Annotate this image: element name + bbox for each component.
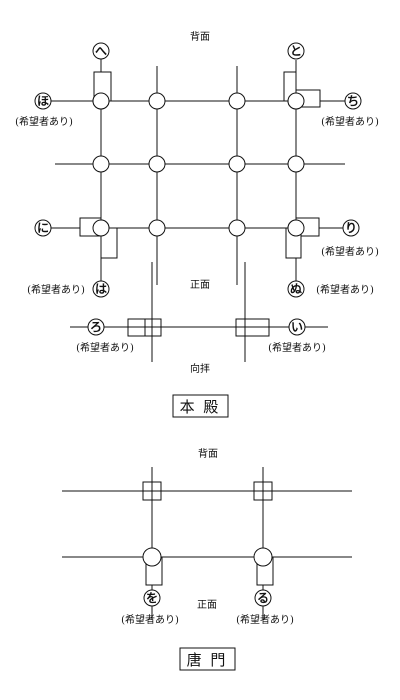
pillar [228,155,246,173]
marker-circle-nu [287,280,305,298]
karamon-back-label: 背面 [198,447,218,460]
marker-ri: り [345,221,357,235]
pillar [92,219,110,237]
karamon-pillars [142,481,274,586]
pillar [287,219,305,237]
honden-front-label: 正面 [190,280,210,291]
marker-ri-note: (希望者あり) [321,245,379,258]
marker-ni: に [37,221,49,235]
pillar [287,155,305,173]
marker-circle-to [287,42,305,60]
marker-ro-note: (希望者あり) [76,341,134,354]
marker-to: と [290,44,302,58]
marker-ro: ろ [90,320,102,334]
marker-circle-ho [34,92,52,110]
karamon-front-label: 正面 [197,600,217,611]
marker-ho-note: (希望者あり) [15,115,73,128]
honden-back-label: 背面 [190,30,210,43]
pillar [148,92,166,110]
marker-ru: る [257,591,269,605]
honden-title: 本 殿 [180,398,221,416]
marker-i: い [291,320,303,334]
marker-nu-note: (希望者あり) [316,283,374,296]
pillar [92,155,110,173]
pillar [253,547,273,567]
marker-chi-note: (希望者あり) [321,115,379,128]
karamon-title-box [179,647,236,671]
pillar [228,219,246,237]
pillar [287,92,305,110]
marker-ho: ほ [37,94,49,108]
marker-chi: ち [347,94,359,108]
karamon-plan: 背面 を (希望者あり) る (希望者あり [62,447,352,671]
pillar [148,219,166,237]
marker-circle-i [288,318,306,336]
pillar [228,92,246,110]
marker-nu: ぬ [290,282,302,296]
pillar [142,547,162,567]
marker-circle-chi [344,92,362,110]
marker-circle-ro [87,318,105,336]
honden-approach-label: 向拝 [190,362,210,375]
marker-circle-ru [254,589,272,607]
karamon-title: 唐 門 [187,651,228,669]
marker-circle-he [92,42,110,60]
marker-circle-ri [342,219,360,237]
karamon-grid [62,467,352,620]
honden-title-box [172,394,229,418]
marker-wo-note: (希望者あり) [121,613,179,626]
marker-ha-note: (希望者あり) [27,283,85,296]
pillar [148,155,166,173]
honden-markers: へ と ほ (希望者あり) ち (希望者あり) に り (希望者あり) [15,42,379,354]
marker-ru-note: (希望者あり) [236,613,294,626]
marker-circle-ni [34,219,52,237]
marker-he: へ [95,44,107,58]
marker-wo: を [146,591,158,605]
marker-circle-ha [92,280,110,298]
honden-plan: 背面 [15,30,379,418]
karamon-markers: を (希望者あり) る (希望者あり) [121,585,294,626]
marker-i-note: (希望者あり) [268,341,326,354]
pillar [92,92,110,110]
honden-tags [79,71,321,337]
marker-circle-wo [143,589,161,607]
marker-ha: は [95,282,107,296]
